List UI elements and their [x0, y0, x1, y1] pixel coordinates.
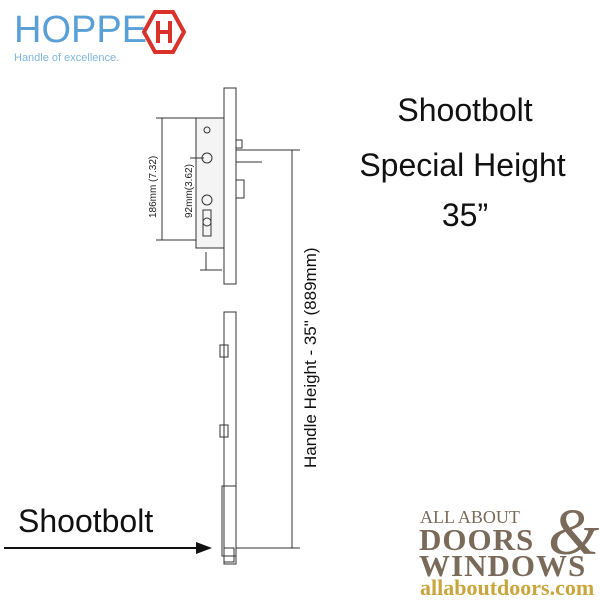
keep-1: [219, 344, 229, 358]
hoppe-tagline: Handle of excellence.: [14, 52, 120, 64]
dim-92-label: 92mm(3.62): [184, 164, 195, 218]
shootbolt-pointer-label: Shootbolt: [18, 503, 154, 539]
faceplate-lower: [223, 311, 237, 565]
dealer-line-2: DOORS: [419, 522, 535, 557]
handle-height-label: Handle Height - 35" (889mm): [301, 247, 320, 468]
keep-2: [219, 424, 229, 438]
hoppe-brand-name: HOPPE: [14, 9, 148, 51]
title-line-2: Special Height: [359, 147, 566, 183]
dealer-ampersand: &: [548, 496, 600, 569]
dealer-line-3: WINDOWS: [419, 548, 587, 583]
faceplate-upper: [223, 87, 237, 285]
dealer-line-1: ALL ABOUT: [420, 507, 520, 527]
dim-186-label: 186mm (7.32): [148, 156, 159, 218]
latch-block: [235, 179, 245, 199]
dealer-url: allaboutdoors.com: [420, 575, 595, 600]
hoppe-hexagon-logo-icon: [142, 10, 186, 54]
shootbolt-body: [221, 485, 237, 557]
title-line-3: 35”: [441, 197, 489, 233]
shootbolt-arrow-head-icon: [196, 542, 212, 554]
gearbox-body: [195, 117, 225, 249]
title-line-1: Shootbolt: [397, 92, 533, 128]
